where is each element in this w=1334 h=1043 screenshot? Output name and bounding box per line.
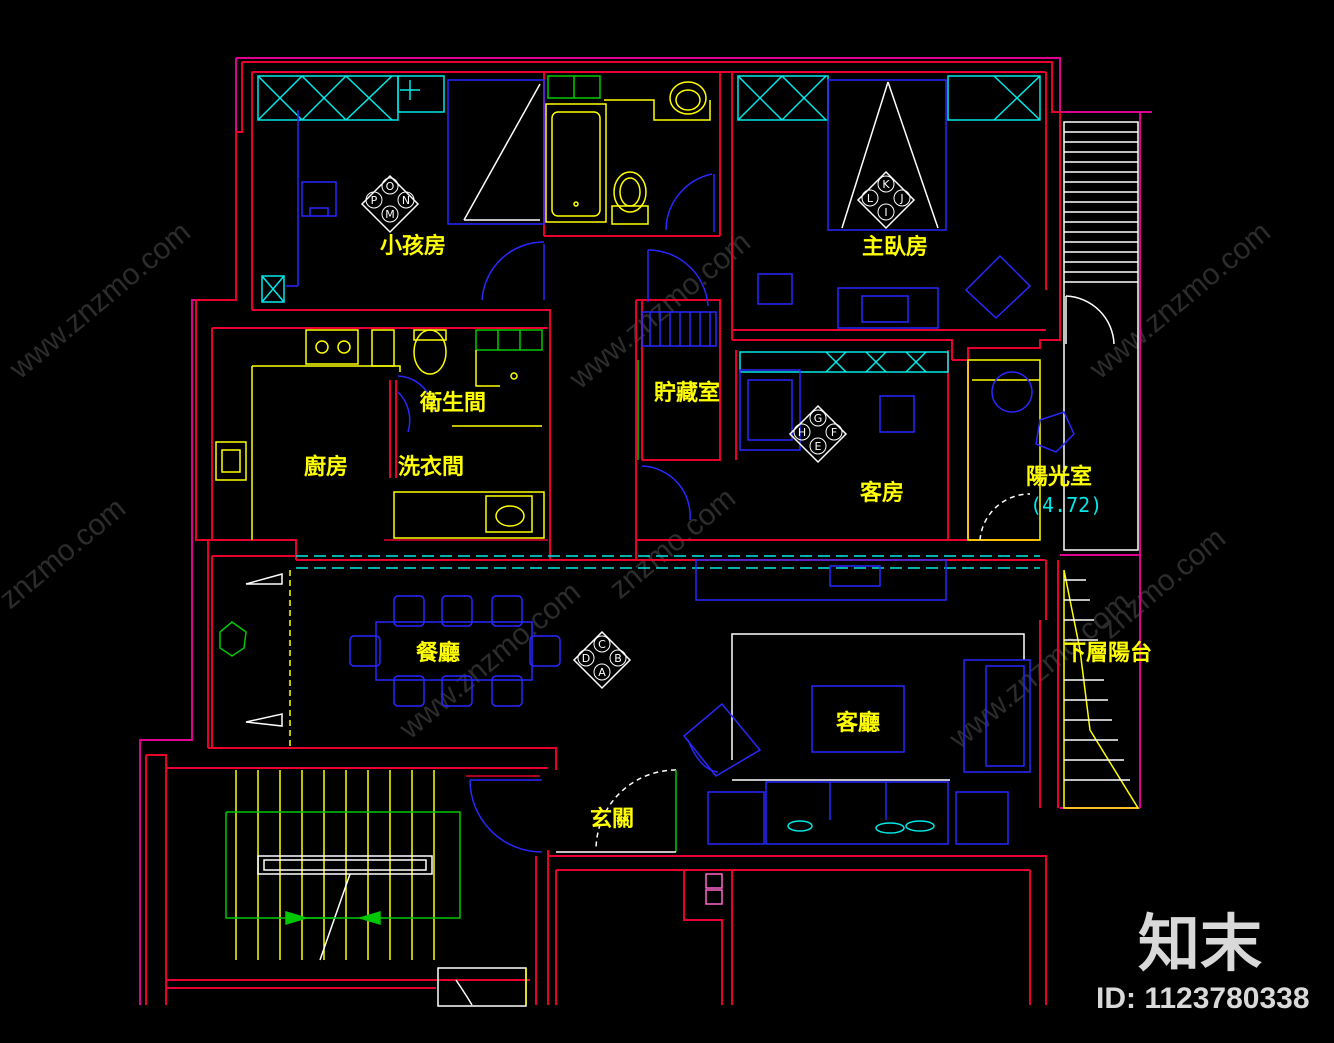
label-bathroom: 衛生間	[419, 390, 486, 416]
stairs	[225, 770, 527, 1007]
image-id: ID: 1123780338	[1096, 982, 1310, 1015]
tag-letter: O	[386, 180, 395, 193]
main-bathroom-fixtures	[545, 75, 715, 232]
tag-letter: C	[598, 638, 606, 651]
tag-letter: P	[371, 194, 378, 207]
service-fixtures	[705, 873, 723, 905]
tag-letter: E	[815, 440, 822, 453]
storage-fixtures	[637, 311, 717, 521]
sunroom-balcony	[967, 121, 1140, 809]
label-sunroom: 陽光室	[1026, 464, 1092, 490]
kids-room-furniture	[257, 75, 545, 303]
tag-letter: B	[614, 652, 622, 665]
guest-room-furniture	[739, 351, 949, 451]
tag-letter: A	[598, 666, 606, 679]
brand-logo: 知末	[1138, 907, 1262, 977]
tag-letter: K	[882, 178, 890, 191]
room-tag-master: K J I L	[856, 170, 916, 230]
walls	[145, 61, 1061, 1005]
tag-letter: G	[814, 412, 823, 425]
room-tag-kids: O N M P	[360, 174, 420, 234]
tag-letter: M	[385, 208, 395, 221]
label-guest-room: 客房	[860, 480, 904, 506]
tag-letter: L	[867, 192, 874, 205]
watermark-site: www.znzmo.com	[3, 215, 197, 386]
dining-furniture	[219, 570, 561, 748]
label-dining-room: 餐廳	[416, 640, 460, 666]
label-kitchen: 廚房	[304, 454, 348, 480]
tag-letter: D	[582, 652, 590, 665]
room-tag-dining: C B A D	[572, 630, 632, 690]
master-bedroom-furniture	[647, 75, 1041, 329]
watermark-site: www.znzmo.com	[1083, 215, 1277, 386]
watermark-site: znzmo.com	[0, 491, 132, 615]
living-room-furniture	[556, 633, 1031, 853]
watermark-site: znzmo.com	[603, 481, 742, 605]
label-lower-balcony: 下層陽台	[1064, 640, 1152, 666]
tag-letter: N	[402, 194, 410, 207]
label-master-bedroom: 主臥房	[862, 234, 928, 260]
label-entrance: 玄關	[590, 806, 634, 832]
entrance-door	[466, 775, 543, 853]
label-living-room: 客廳	[836, 710, 880, 736]
label-storage: 貯藏室	[654, 380, 720, 406]
outer-outline	[139, 57, 1152, 1005]
tag-letter: I	[884, 206, 887, 219]
tag-letter: F	[831, 426, 837, 439]
room-labels: 小孩房 主臥房 衛生間 貯藏室 廚房 洗衣間 客房 陽光室 (4.72) 下層陽…	[304, 233, 1152, 832]
brand-text: 知末	[1138, 907, 1262, 977]
tag-letter: J	[899, 192, 903, 205]
room-tag-guest: G F E H	[788, 404, 848, 464]
sunroom-size: (4.72)	[1030, 493, 1102, 517]
kitchen-laundry-fixtures	[215, 329, 548, 541]
label-kids-room: 小孩房	[380, 233, 446, 259]
beam-line	[296, 555, 1040, 601]
label-laundry: 洗衣間	[398, 454, 464, 480]
tag-letter: H	[798, 426, 806, 439]
